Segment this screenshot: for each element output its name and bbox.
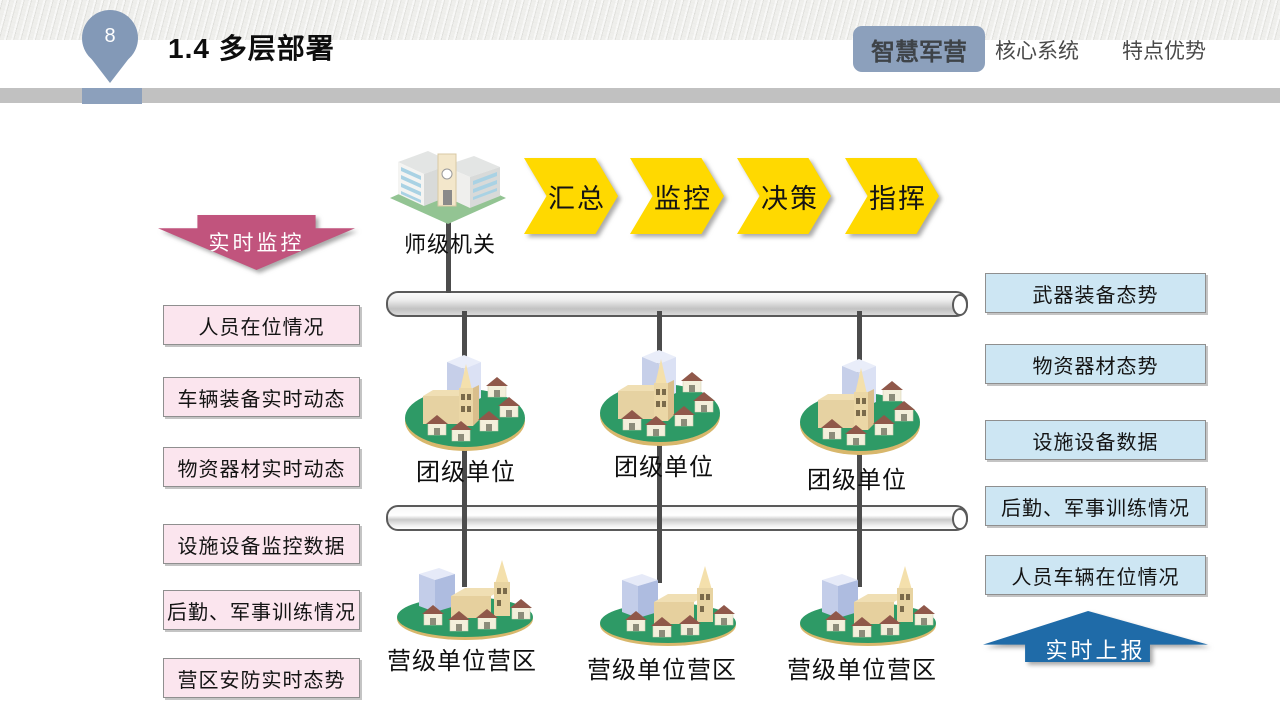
process-step-label: 指挥	[869, 183, 927, 214]
pin-tail-block	[82, 88, 142, 104]
network-bus-upper	[386, 291, 968, 317]
regiment-town-icon	[598, 343, 723, 448]
realtime-report-arrow: 实时上报	[983, 611, 1208, 662]
header-divider-bar	[0, 88, 1280, 103]
regiment-label: 团级单位	[614, 455, 714, 481]
realtime-report-label: 实时上报	[983, 611, 1208, 662]
monitor-item-box: 人员在位情况	[163, 305, 360, 345]
report-item-box: 设施设备数据	[985, 420, 1206, 460]
hq-label: 师级机关	[403, 232, 496, 257]
process-step-decision: 决策	[737, 158, 831, 234]
monitor-item-box: 后勤、军事训练情况	[163, 590, 360, 630]
report-item-box: 武器装备态势	[985, 273, 1206, 313]
process-step-label: 决策	[761, 183, 819, 214]
hq-building-icon	[389, 150, 507, 225]
report-item-box: 人员车辆在位情况	[985, 555, 1206, 595]
page-number: 8	[104, 25, 116, 47]
battalion-label: 营级单位营区	[787, 658, 937, 684]
pipe-end-cap	[952, 294, 968, 316]
battalion-camp-icon	[393, 556, 537, 641]
tab-core-systems[interactable]: 核心系统	[995, 40, 1079, 63]
monitor-item-box: 物资器材实时动态	[163, 447, 360, 487]
regiment-town-icon	[403, 348, 528, 453]
pipe-end-cap	[952, 508, 968, 530]
realtime-monitor-arrow: 实时监控	[158, 215, 355, 270]
process-step-summary: 汇总	[524, 158, 618, 234]
regiment-label: 团级单位	[807, 468, 907, 494]
location-pin-icon	[82, 10, 138, 83]
regiment-town-icon	[798, 352, 923, 457]
monitor-item-box: 车辆装备实时动态	[163, 377, 360, 417]
report-item-box: 后勤、军事训练情况	[985, 486, 1206, 526]
process-step-monitor: 监控	[630, 158, 724, 234]
battalion-label: 营级单位营区	[587, 658, 737, 684]
regiment-label: 团级单位	[416, 460, 516, 486]
connector-line-hq	[446, 222, 451, 293]
process-step-label: 监控	[654, 183, 712, 214]
report-item-box: 物资器材态势	[985, 344, 1206, 384]
network-bus-lower	[386, 505, 968, 531]
monitor-item-box: 营区安防实时态势	[163, 658, 360, 698]
page-title: 1.4 多层部署	[168, 33, 335, 64]
tab-smart-camp[interactable]: 智慧军营	[853, 26, 985, 72]
battalion-camp-icon	[596, 562, 740, 647]
tab-advantages[interactable]: 特点优势	[1122, 40, 1206, 63]
battalion-label: 营级单位营区	[387, 649, 537, 675]
process-step-label: 汇总	[548, 183, 606, 214]
monitor-item-box: 设施设备监控数据	[163, 524, 360, 564]
realtime-monitor-label: 实时监控	[158, 215, 355, 270]
header-texture-band	[0, 0, 1280, 40]
connector-line-col2	[657, 311, 662, 583]
process-step-command: 指挥	[845, 158, 939, 234]
battalion-camp-icon	[796, 562, 940, 647]
tab-smart-camp-label: 智慧军营	[871, 38, 967, 66]
